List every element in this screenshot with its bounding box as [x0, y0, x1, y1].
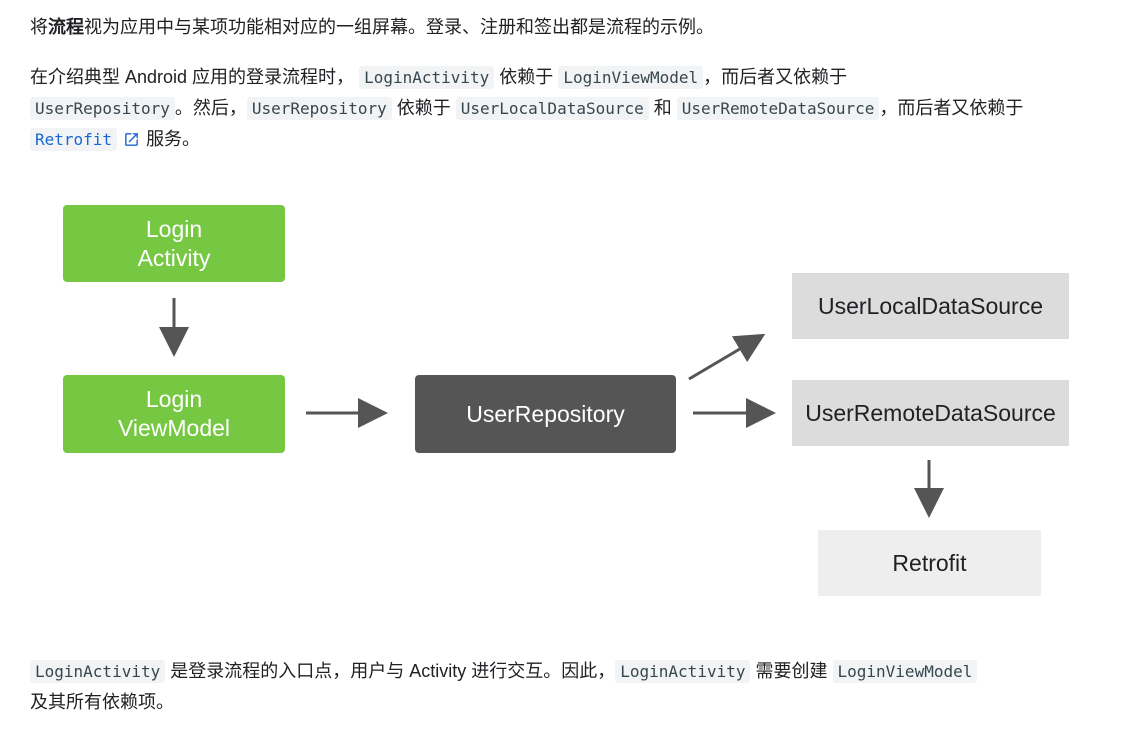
code-login-activity: LoginActivity: [359, 66, 495, 89]
diagram-arrows: [159, 298, 944, 518]
retrofit-link[interactable]: Retrofit: [30, 128, 118, 151]
text-segment: ，而后者又依赖于: [703, 67, 848, 87]
login-activity-line1: Login: [145, 215, 203, 242]
user-local-data-source-label: UserLocalDataSource: [817, 292, 1043, 319]
intro-paragraph: 将流程视为应用中与某项功能相对应的一组屏幕。登录、注册和签出都是流程的示例。: [30, 12, 1113, 42]
text-segment: 在介绍典型 Android 应用的登录流程时，: [30, 67, 355, 87]
retrofit-box: Retrofit: [818, 530, 1041, 596]
user-local-data-source-box: UserLocalDataSource: [792, 273, 1069, 339]
code-login-viewmodel-2: LoginViewModel: [832, 660, 978, 683]
text-segment: ，而后者又依赖于: [879, 98, 1024, 118]
user-repository-label: UserRepository: [466, 400, 625, 427]
text-segment: 和: [648, 98, 677, 118]
text-segment: 需要创建: [750, 661, 833, 681]
external-link-icon[interactable]: [123, 127, 140, 157]
code-user-remote-data-source: UserRemoteDataSource: [676, 97, 880, 120]
user-remote-data-source-box: UserRemoteDataSource: [792, 380, 1069, 446]
login-viewmodel-line1: Login: [145, 386, 203, 412]
code-user-repository: UserRepository: [30, 97, 175, 120]
intro-suffix: 视为应用中与某项功能相对应的一组屏幕。登录、注册和签出都是流程的示例。: [84, 17, 714, 37]
entry-point-paragraph: LoginActivity 是登录流程的入口点，用户与 Activity 进行交…: [30, 656, 1113, 717]
user-remote-data-source-label: UserRemoteDataSource: [805, 399, 1056, 426]
user-repository-box: UserRepository: [415, 375, 676, 453]
dependency-paragraph: 在介绍典型 Android 应用的登录流程时， LoginActivity 依赖…: [30, 62, 1113, 157]
text-segment: 是登录流程的入口点，用户与 Activity 进行交互。因此，: [165, 661, 616, 681]
code-login-activity-3: LoginActivity: [615, 660, 751, 683]
retrofit-label: Retrofit: [892, 549, 967, 576]
code-login-activity-2: LoginActivity: [30, 660, 166, 683]
text-segment: 依赖于: [391, 98, 456, 118]
intro-prefix: 将: [30, 17, 48, 37]
text-segment: 及其所有依赖项。: [30, 692, 174, 712]
login-viewmodel-box: Login ViewModel: [63, 375, 285, 453]
code-user-repository-2: UserRepository: [246, 97, 392, 120]
code-user-local-data-source: UserLocalDataSource: [455, 97, 649, 120]
intro-bold-term: 流程: [48, 17, 84, 37]
dependency-diagram: Login Activity Login ViewModel UserRepos…: [0, 190, 1143, 610]
login-activity-line2: Activity: [137, 244, 211, 271]
text-segment: 。然后，: [174, 98, 247, 118]
code-login-viewmodel: LoginViewModel: [558, 66, 704, 89]
login-activity-box: Login Activity: [63, 205, 285, 282]
text-segment: 依赖于: [494, 67, 559, 87]
arrow-icon: [688, 333, 766, 381]
text-segment: 服务。: [146, 129, 201, 149]
login-viewmodel-line2: ViewModel: [117, 415, 231, 441]
